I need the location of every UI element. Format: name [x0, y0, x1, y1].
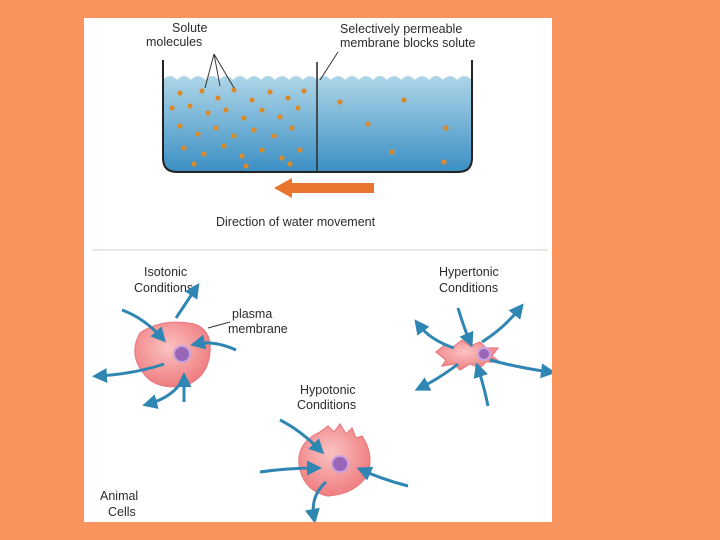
diagram-panel: Solute molecules Selectively permeable m…: [84, 18, 552, 522]
hypertonic-cell-group: Hypertonic Conditions: [414, 265, 552, 407]
solute-dot: [239, 153, 245, 159]
solute-pointer: [204, 53, 215, 89]
isotonic-cell-group: Isotonic Conditions plasma membrane: [92, 265, 288, 409]
direction-label: Direction of water movement: [216, 215, 376, 229]
animal-label-1: Animal: [100, 489, 138, 503]
solute-dot: [285, 95, 291, 101]
arrow-out-icon: [142, 383, 182, 409]
plasma-label-1: plasma: [232, 307, 272, 321]
nucleus: [331, 455, 349, 473]
solute-dot: [441, 159, 447, 165]
solute-dot: [249, 97, 255, 103]
solute-dot: [177, 90, 183, 96]
hypotonic-cell-group: Hypotonic Conditions: [259, 383, 409, 522]
arrow-in-icon: [456, 307, 474, 348]
arrow-out-icon: [305, 480, 328, 522]
arrow-in-icon: [473, 362, 490, 407]
nucleus: [477, 347, 491, 361]
plasma-pointer: [207, 321, 231, 329]
solute-dot: [213, 125, 219, 131]
solute-dot: [365, 121, 371, 127]
water-direction-arrow: Direction of water movement: [216, 178, 376, 229]
isotonic-label-1: Isotonic: [144, 265, 187, 279]
solute-dot: [231, 87, 237, 93]
arrow-out-icon: [174, 283, 200, 319]
solute-pointer: [213, 53, 235, 89]
solute-dot: [241, 115, 247, 121]
arrow-left-icon: [274, 178, 374, 198]
osmosis-diagram: Solute molecules Selectively permeable m…: [92, 21, 552, 522]
plasma-label-2: membrane: [228, 322, 288, 336]
nucleus: [173, 345, 191, 363]
solute-dot: [259, 147, 265, 153]
solute-dot: [267, 89, 273, 95]
solute-pointer: [213, 53, 221, 87]
solute-dot: [215, 95, 221, 101]
solute-dot: [389, 149, 395, 155]
solute-label-2: molecules: [146, 35, 202, 49]
solute-dots: [169, 87, 449, 169]
arrow-out-icon: [92, 362, 165, 383]
solute-dot: [191, 161, 197, 167]
solute-dot: [187, 103, 193, 109]
isotonic-label-2: Conditions: [134, 281, 193, 295]
membrane-label-1: Selectively permeable: [340, 22, 462, 36]
hypertonic-label-2: Conditions: [439, 281, 498, 295]
solute-dot: [221, 143, 227, 149]
solute-dot: [231, 133, 237, 139]
solute-dot: [295, 105, 301, 111]
solute-dot: [271, 133, 277, 139]
isotonic-cell: [134, 321, 211, 388]
solute-dot: [223, 107, 229, 113]
solute-dot: [259, 107, 265, 113]
arrow-out-icon: [414, 319, 455, 350]
hypotonic-label-2: Conditions: [297, 398, 356, 412]
solute-dot: [181, 145, 187, 151]
solute-dot: [177, 123, 183, 129]
arrow-in-icon: [190, 334, 237, 352]
solute-dot: [287, 161, 293, 167]
hypotonic-label-1: Hypotonic: [300, 383, 356, 397]
solute-dot: [297, 147, 303, 153]
solute-dot: [169, 105, 175, 111]
solute-dot: [243, 163, 249, 169]
solute-label-1: Solute: [172, 21, 207, 35]
solute-dot: [337, 99, 343, 105]
solute-dot: [195, 131, 201, 137]
solute-dot: [205, 110, 211, 116]
animal-label-2: Cells: [108, 505, 136, 519]
arrow-out-icon: [414, 362, 459, 391]
hypertonic-label-1: Hypertonic: [439, 265, 499, 279]
solute-dot: [279, 155, 285, 161]
solute-dot: [251, 127, 257, 133]
arrow-in-icon: [279, 418, 325, 455]
membrane-label-2: membrane blocks solute: [340, 36, 476, 50]
solute-dot: [301, 88, 307, 94]
arrow-in-icon: [259, 460, 322, 476]
arrow-in-icon: [121, 308, 167, 343]
membrane-pointer: [319, 51, 339, 81]
solute-dot: [443, 125, 449, 131]
solute-dot: [401, 97, 407, 103]
solute-dot: [277, 114, 283, 120]
solute-dot: [289, 125, 295, 131]
arrow-in-icon: [356, 466, 409, 488]
beaker: Solute molecules Selectively permeable m…: [146, 21, 476, 173]
solute-dot: [201, 151, 207, 157]
arrow-out-icon: [481, 303, 524, 344]
solute-dot: [199, 88, 205, 94]
arrow-out-icon: [489, 358, 552, 379]
